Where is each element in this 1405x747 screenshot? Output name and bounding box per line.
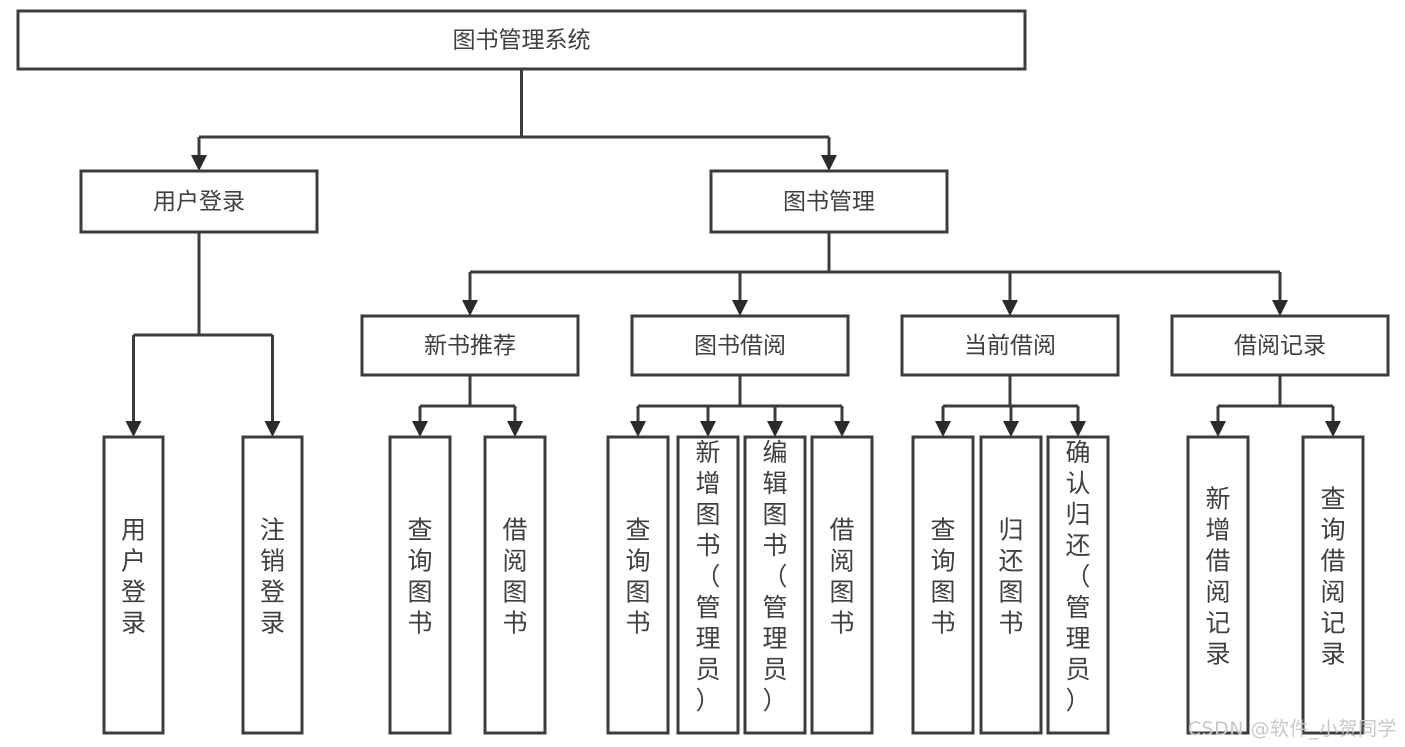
node-box-borrow-record[interactable] bbox=[1170, 314, 1390, 377]
node-box-leaf-add-book[interactable] bbox=[676, 435, 740, 735]
node-label-current-borrow: 当前借阅 bbox=[964, 333, 1056, 359]
node-label-leaf-query-book-3: 查询图书 bbox=[930, 516, 955, 638]
node-book-manage[interactable]: 图书管理 bbox=[709, 169, 949, 234]
node-label-leaf-return-book: 归还图书 bbox=[998, 516, 1023, 638]
node-user-login[interactable]: 用户登录 bbox=[79, 169, 319, 234]
node-leaf-add-record[interactable]: 新增借阅记录 bbox=[1186, 435, 1250, 735]
csdn-watermark: CSDN @软件_小贺同学 bbox=[1187, 718, 1397, 740]
node-label-leaf-add-record: 新增借阅记录 bbox=[1205, 485, 1230, 669]
node-leaf-return-book[interactable]: 归还图书 bbox=[979, 435, 1043, 735]
node-leaf-edit-book[interactable]: 编辑图书（管理员） bbox=[743, 435, 807, 735]
node-label-leaf-query-record: 查询借阅记录 bbox=[1320, 485, 1345, 669]
node-label-user-login: 用户登录 bbox=[153, 189, 245, 215]
node-label-leaf-edit-book: 编辑图书（管理员） bbox=[762, 438, 787, 715]
node-leaf-query-book-1[interactable]: 查询图书 bbox=[388, 435, 452, 735]
node-label-leaf-add-book: 新增图书（管理员） bbox=[695, 438, 720, 715]
edge-group-new-book-recommend bbox=[412, 375, 523, 437]
node-box-leaf-query-record[interactable] bbox=[1301, 435, 1365, 735]
node-box-leaf-query-book-2[interactable] bbox=[606, 435, 670, 735]
node-label-new-book-recommend: 新书推荐 bbox=[424, 333, 516, 359]
edge-group-borrow-record bbox=[1210, 375, 1341, 437]
node-label-leaf-logout: 注销登录 bbox=[260, 516, 285, 638]
node-box-leaf-user-login[interactable] bbox=[102, 435, 165, 735]
node-root[interactable]: 图书管理系统 bbox=[16, 9, 1027, 71]
node-leaf-query-book-3[interactable]: 查询图书 bbox=[911, 435, 975, 735]
node-label-leaf-query-book-1: 查询图书 bbox=[407, 516, 432, 638]
node-leaf-borrow-book-1[interactable]: 借阅图书 bbox=[483, 435, 547, 735]
node-label-leaf-borrow-book-1: 借阅图书 bbox=[502, 516, 527, 638]
node-box-leaf-edit-book[interactable] bbox=[743, 435, 807, 735]
node-box-book-manage[interactable] bbox=[709, 169, 949, 234]
edge-group-book-borrow bbox=[630, 375, 850, 437]
node-box-leaf-logout[interactable] bbox=[241, 435, 304, 735]
edge-group-user-login bbox=[125, 232, 281, 437]
node-label-book-manage: 图书管理 bbox=[783, 189, 875, 215]
node-leaf-borrow-book-2[interactable]: 借阅图书 bbox=[810, 435, 874, 735]
node-box-root[interactable] bbox=[16, 9, 1027, 71]
nodes-layer: 图书管理系统用户登录图书管理新书推荐图书借阅当前借阅借阅记录用户登录注销登录查询… bbox=[16, 9, 1390, 735]
node-leaf-query-book-2[interactable]: 查询图书 bbox=[606, 435, 670, 735]
node-label-leaf-query-book-2: 查询图书 bbox=[625, 516, 650, 638]
node-book-borrow[interactable]: 图书借阅 bbox=[630, 314, 850, 377]
node-box-leaf-return-book[interactable] bbox=[979, 435, 1043, 735]
node-label-leaf-user-login: 用户登录 bbox=[121, 516, 146, 638]
node-current-borrow[interactable]: 当前借阅 bbox=[900, 314, 1120, 377]
edge-group-root bbox=[191, 69, 837, 171]
node-label-book-borrow: 图书借阅 bbox=[694, 333, 786, 359]
node-box-leaf-borrow-book-2[interactable] bbox=[810, 435, 874, 735]
node-box-current-borrow[interactable] bbox=[900, 314, 1120, 377]
node-leaf-logout[interactable]: 注销登录 bbox=[241, 435, 304, 735]
node-box-leaf-add-record[interactable] bbox=[1186, 435, 1250, 735]
node-label-root: 图书管理系统 bbox=[453, 28, 591, 54]
edge-group-book-manage bbox=[462, 232, 1288, 316]
node-leaf-user-login[interactable]: 用户登录 bbox=[102, 435, 165, 735]
node-box-leaf-query-book-1[interactable] bbox=[388, 435, 452, 735]
node-box-user-login[interactable] bbox=[79, 169, 319, 234]
node-box-book-borrow[interactable] bbox=[630, 314, 850, 377]
node-borrow-record[interactable]: 借阅记录 bbox=[1170, 314, 1390, 377]
node-box-leaf-borrow-book-1[interactable] bbox=[483, 435, 547, 735]
node-leaf-confirm-return[interactable]: 确认归还（管理员） bbox=[1046, 435, 1110, 735]
edges-layer bbox=[125, 69, 1341, 437]
node-box-leaf-query-book-3[interactable] bbox=[911, 435, 975, 735]
node-new-book-recommend[interactable]: 新书推荐 bbox=[360, 314, 580, 377]
node-label-leaf-borrow-book-2: 借阅图书 bbox=[829, 516, 854, 638]
edge-group-current-borrow bbox=[935, 375, 1086, 437]
node-leaf-query-record[interactable]: 查询借阅记录 bbox=[1301, 435, 1365, 735]
node-box-leaf-confirm-return[interactable] bbox=[1046, 435, 1110, 735]
node-label-borrow-record: 借阅记录 bbox=[1234, 333, 1326, 359]
node-label-leaf-confirm-return: 确认归还（管理员） bbox=[1065, 438, 1090, 715]
node-box-new-book-recommend[interactable] bbox=[360, 314, 580, 377]
node-leaf-add-book[interactable]: 新增图书（管理员） bbox=[676, 435, 740, 735]
